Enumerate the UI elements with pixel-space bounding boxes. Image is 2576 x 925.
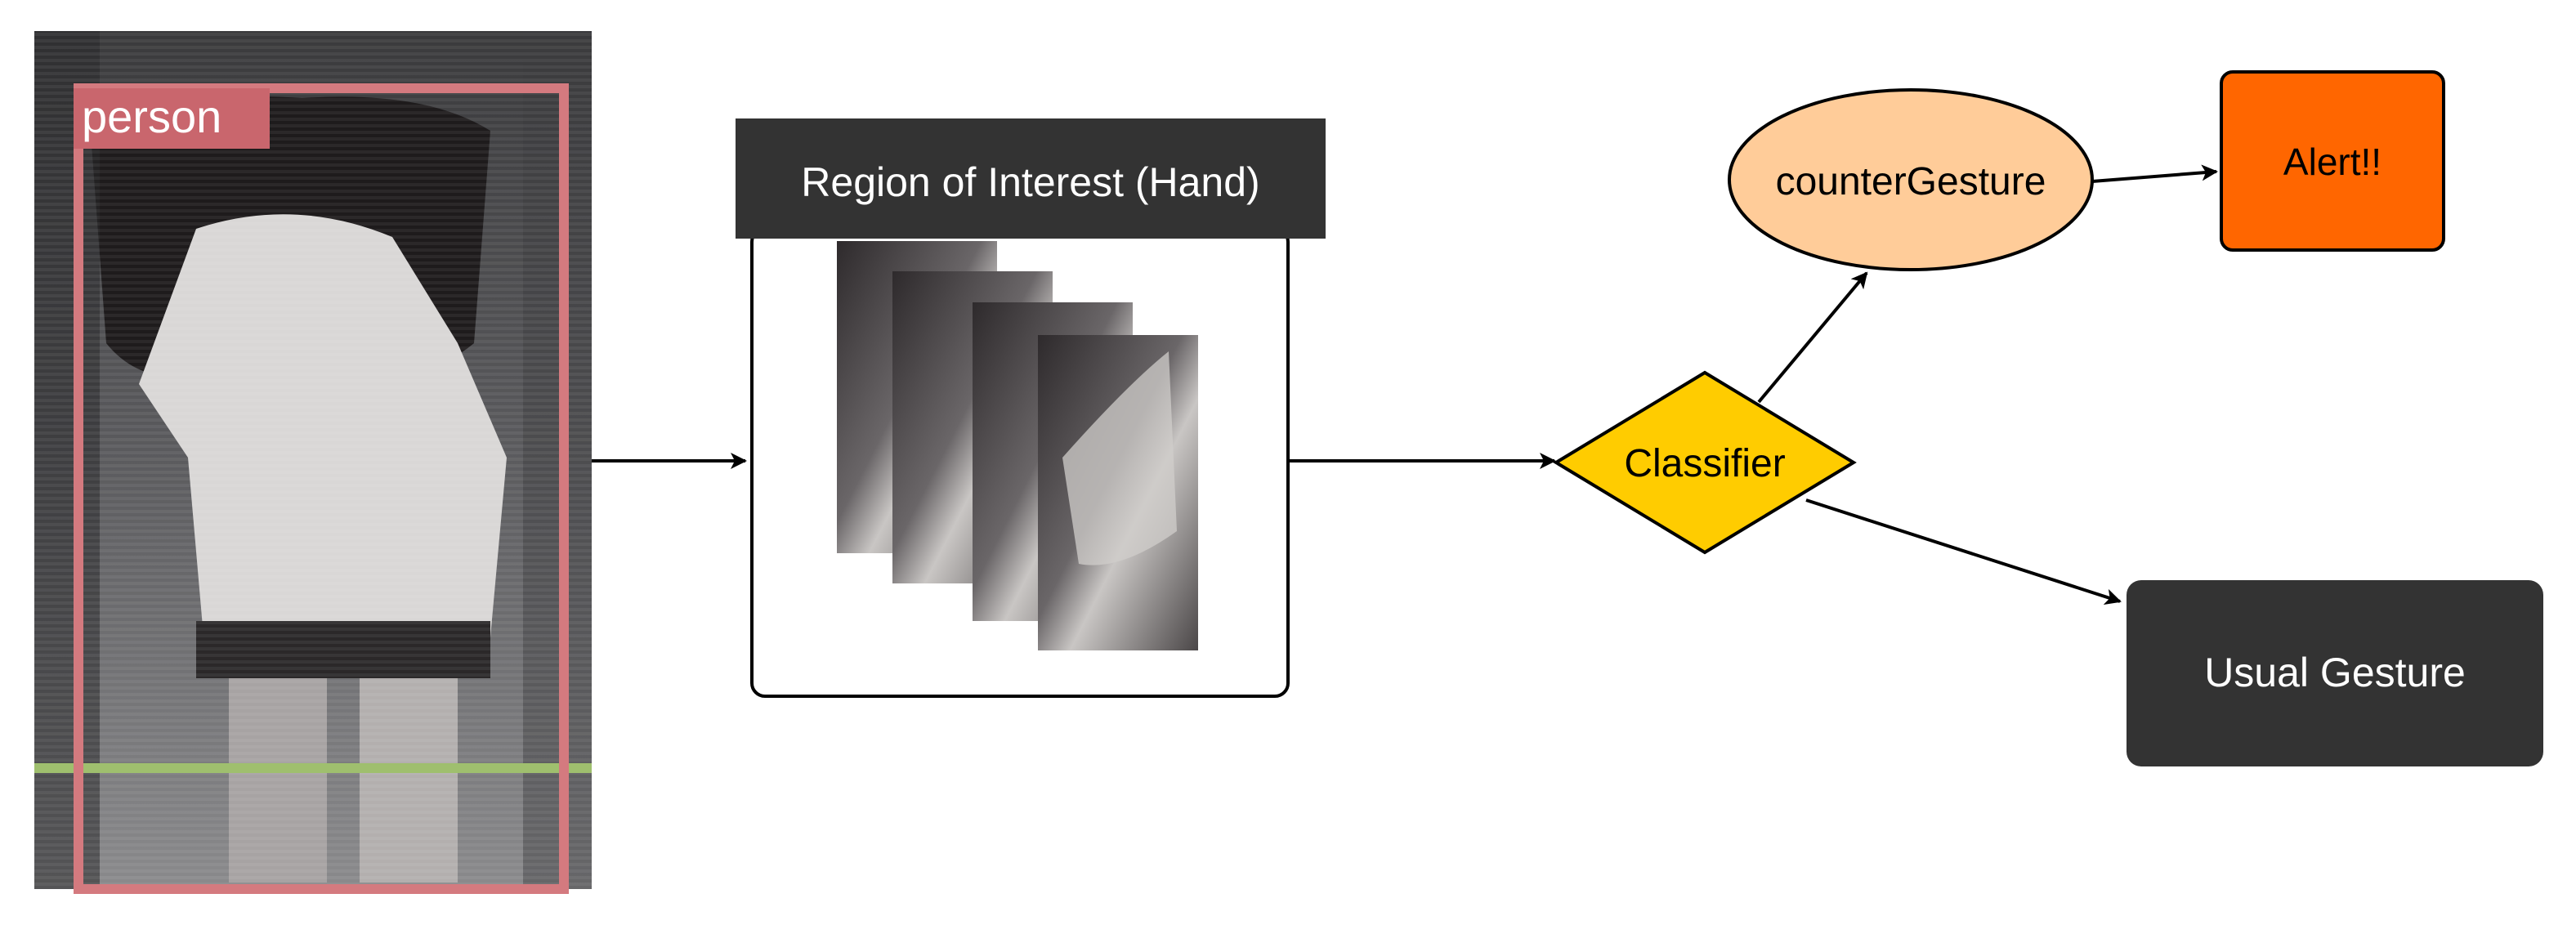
classifier-label: Classifier xyxy=(1624,442,1785,485)
counter-gesture-node: counterGesture xyxy=(1729,90,2092,270)
arrow-classifier-to-counter xyxy=(1759,273,1867,402)
roi-title: Region of Interest (Hand) xyxy=(801,159,1259,205)
arrow-classifier-to-usual xyxy=(1806,500,2120,601)
alert-label: Alert!! xyxy=(2283,141,2381,183)
classifier-node: Classifier xyxy=(1556,373,1854,552)
counter-gesture-label: counterGesture xyxy=(1776,160,2046,203)
alert-node: Alert!! xyxy=(2221,72,2444,250)
arrow-counter-to-alert xyxy=(2092,172,2216,181)
detection-label: person xyxy=(82,91,221,142)
roi-container: Region of Interest (Hand) xyxy=(736,118,1326,696)
camera-frame: person xyxy=(34,31,592,889)
scanline-overlay xyxy=(34,31,592,889)
usual-gesture-node: Usual Gesture xyxy=(2127,580,2543,766)
usual-gesture-label: Usual Gesture xyxy=(2204,650,2466,695)
